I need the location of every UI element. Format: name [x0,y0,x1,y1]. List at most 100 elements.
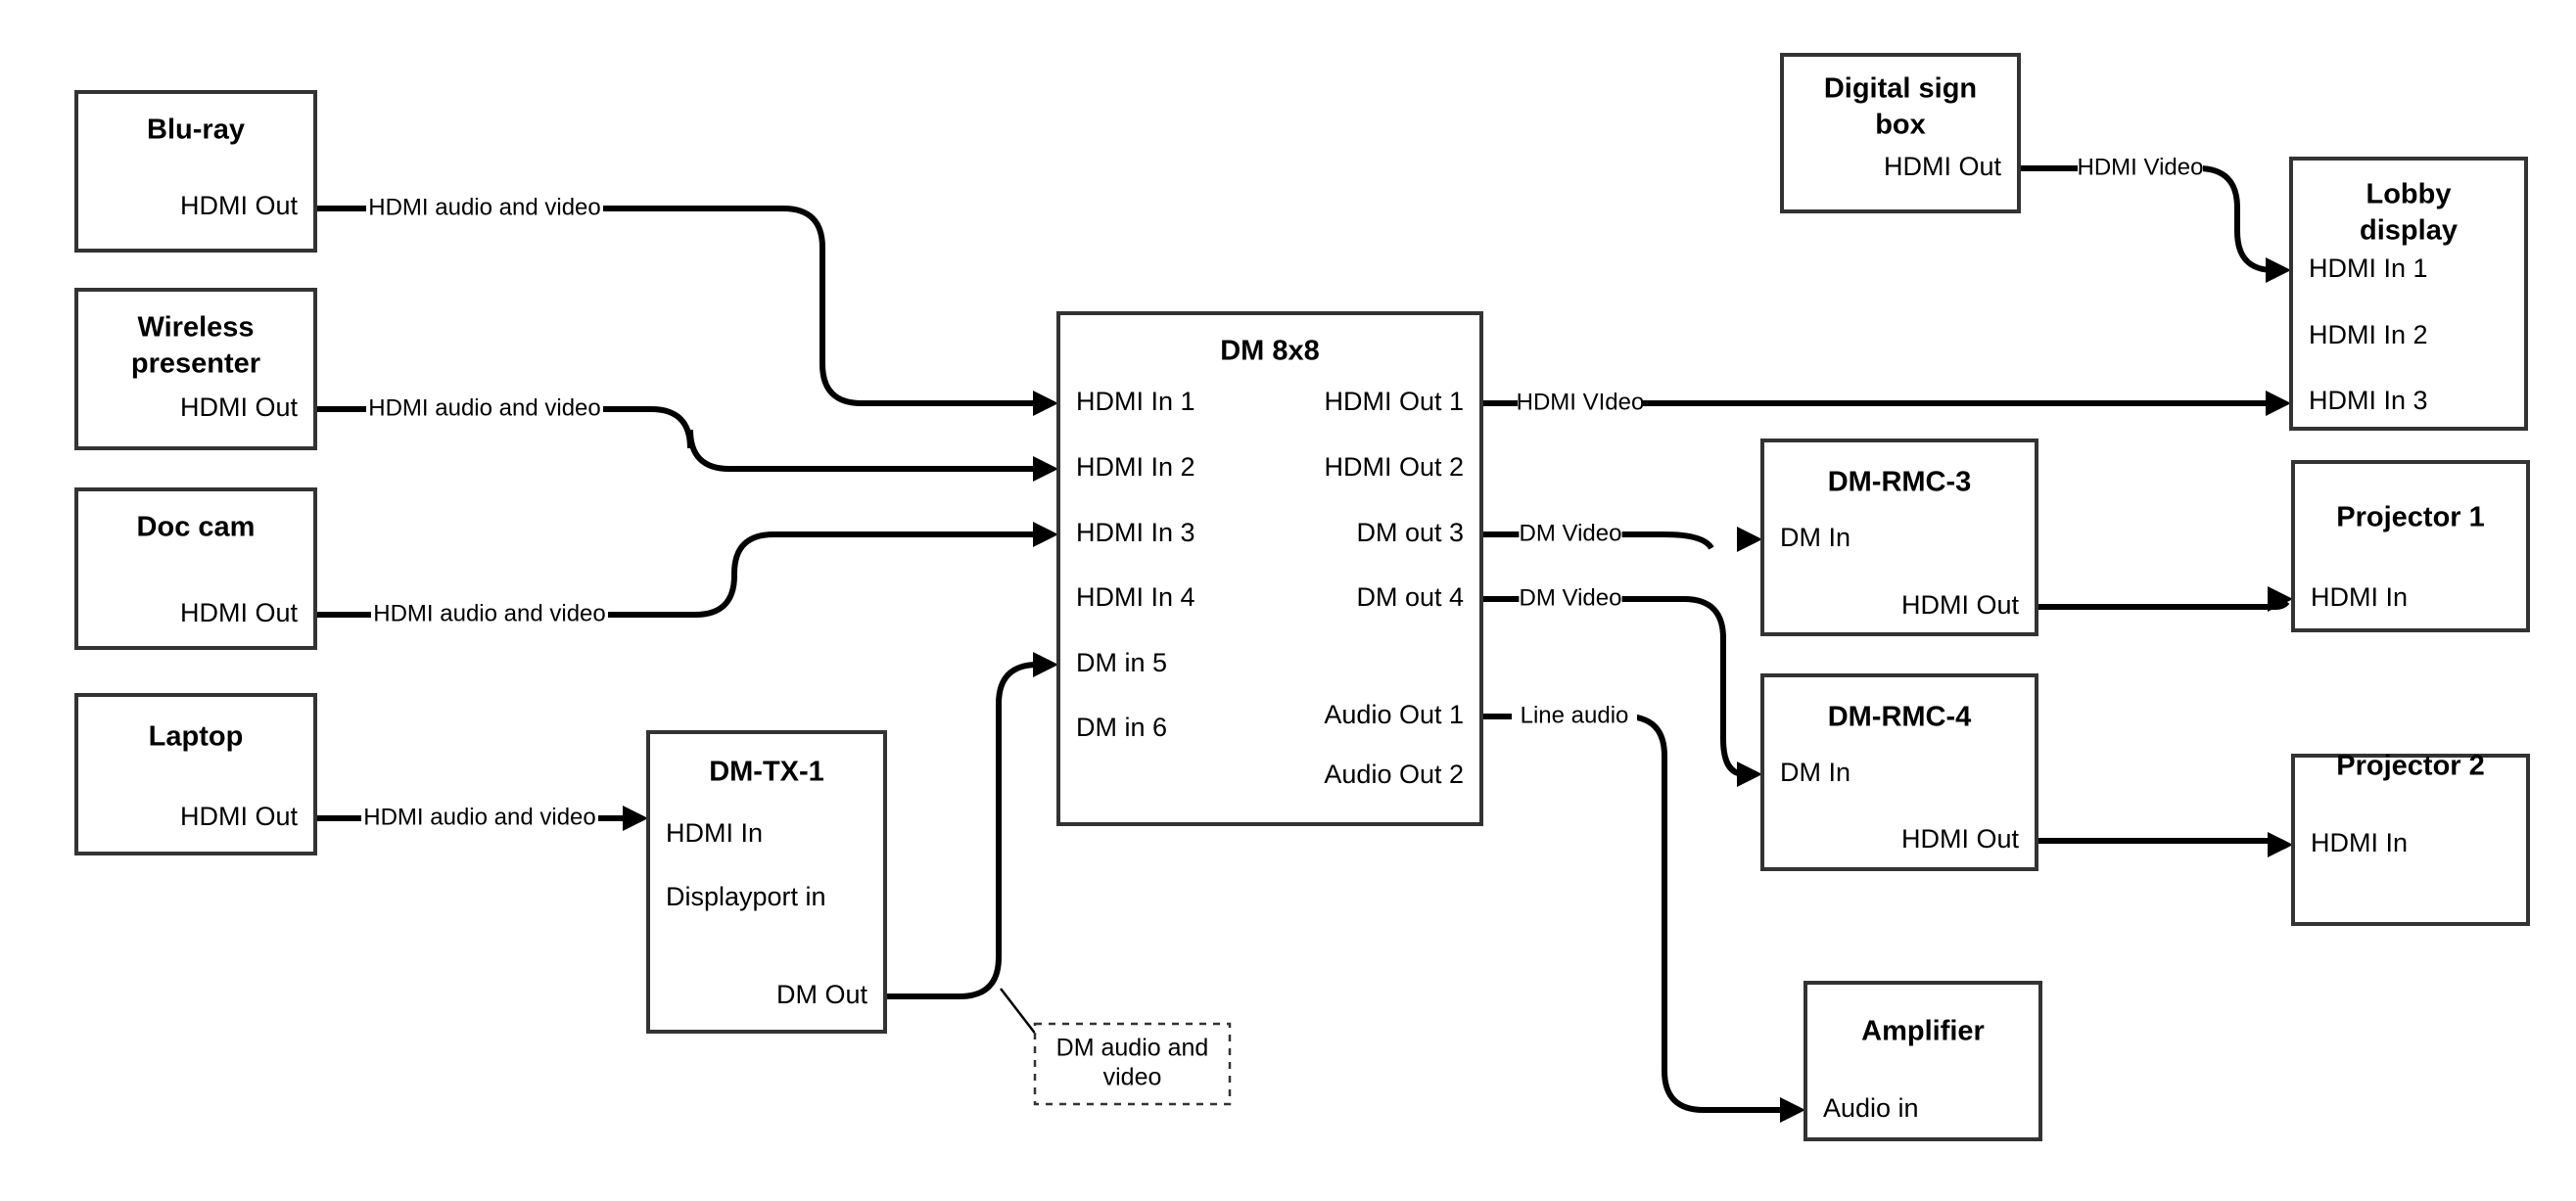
port-label-dm-out-3[interactable]: DM out 3 [1356,518,1464,547]
port-label-dm-out[interactable]: DM Out [776,980,868,1009]
edge-label: HDMI VIdeo [1517,389,1645,415]
device-title: Digital sign [1824,73,1977,105]
port-label-hdmi-out[interactable]: HDMI Out [180,191,299,220]
connection-dm-rmc-4-to-projector-2 [2037,832,2293,857]
port-label-hdmi-in-4[interactable]: HDMI In 4 [1076,582,1195,612]
device-title: Wireless [137,312,254,344]
port-label-hdmi-out[interactable]: HDMI Out [180,598,299,627]
wire-path [2037,599,2290,610]
connection-dm-out-3-to-dm-rmc-3: DM Video [1481,519,1762,552]
device-title: Doc cam [137,512,256,543]
edge-label-backdrop [366,393,603,425]
arrowhead-icon [1033,391,1058,416]
wire-path [315,206,1041,406]
port-label-hdmi-in-1[interactable]: HDMI In 1 [2309,254,2428,283]
port-label-hdmi-in[interactable]: HDMI In [666,818,763,848]
connection-laptop-to-dm-tx-1: HDMI audio and video [315,803,648,834]
device-title: Lobby [2366,179,2452,210]
port-label-hdmi-out[interactable]: HDMI Out [180,393,299,422]
arrowhead-icon [1033,652,1058,677]
edge-label-backdrop [366,193,603,224]
device-box-projector-2[interactable]: Projector 2 HDMI In [2291,751,2530,926]
device-box-outline [1760,439,2038,636]
arrowhead-icon [2268,832,2293,857]
edge-label: HDMI audio and video [363,804,595,830]
wire-path [2019,165,2274,273]
edge-label: Line audio [1521,702,1629,728]
port-label-displayport-in[interactable]: Displayport in [666,882,826,911]
device-title: DM 8x8 [1220,336,1320,367]
edge-label-backdrop [1518,388,1643,419]
device-title: Projector 2 [2336,751,2485,782]
port-label-hdmi-out-2[interactable]: HDMI Out 2 [1324,452,1464,482]
port-label-hdmi-in-2[interactable]: HDMI In 2 [2309,320,2428,349]
edge-label-backdrop [1512,701,1637,732]
device-box-outline [1780,53,2021,213]
port-label-hdmi-in-3[interactable]: HDMI In 3 [2309,386,2428,415]
device-box-outline [74,288,317,450]
port-label-hdmi-in-1[interactable]: HDMI In 1 [1076,387,1195,416]
port-label-audio-out-1[interactable]: Audio Out 1 [1324,700,1464,729]
device-box-dm-rmc-4[interactable]: DM-RMC-4 DM In HDMI Out [1760,673,2038,871]
connection-dm-out-4-to-dm-rmc-4: DM Video [1481,583,1762,787]
port-label-hdmi-out[interactable]: HDMI Out [1901,824,2020,854]
edge-label-backdrop [361,803,598,834]
port-label-hdmi-out[interactable]: HDMI Out [1901,590,2020,620]
port-label-hdmi-in[interactable]: HDMI In [2311,828,2408,857]
connection-dm-tx-1-to-dm-in-5 [885,652,1058,1053]
port-label-dm-in[interactable]: DM In [1780,523,1850,552]
device-title: presenter [131,348,260,380]
wire-path [1481,531,1714,550]
port-label-audio-out-2[interactable]: Audio Out 2 [1324,760,1464,789]
device-box-outline [2291,754,2530,926]
port-label-dm-in-5[interactable]: DM in 5 [1076,648,1167,677]
device-box-outline [74,487,317,650]
callout-outline [1033,1022,1232,1106]
port-label-hdmi-out[interactable]: HDMI Out [1884,152,2002,181]
edge-label-backdrop [1519,519,1622,550]
device-box-outline [1760,673,2038,871]
connection-bluray-to-dm-in-1: HDMI audio and video [315,193,1058,416]
edge-label-backdrop [1519,583,1622,615]
device-box-outline [1056,311,1483,826]
arrowhead-icon [1780,1097,1805,1123]
edge-label: HDMI Video [2078,154,2204,180]
device-box-outline [74,693,317,855]
port-label-dm-in-6[interactable]: DM in 6 [1076,713,1167,742]
device-title: Blu-ray [147,115,245,146]
port-label-dm-out-4[interactable]: DM out 4 [1356,582,1464,612]
arrowhead-icon [2266,391,2291,416]
port-label-hdmi-in-3[interactable]: HDMI In 3 [1076,518,1195,547]
port-label-hdmi-out-1[interactable]: HDMI Out 1 [1324,387,1464,416]
edge-label-backdrop [371,599,608,630]
device-box-outline [1803,981,2042,1141]
port-label-hdmi-out[interactable]: HDMI Out [180,802,299,831]
device-box-outline [2291,460,2530,632]
connection-digital-sign-to-lobby-hdmi-in-1: HDMI Video [2019,153,2291,283]
device-box-outline [2289,157,2528,431]
device-title: box [1875,110,1926,141]
arrowhead-icon [1737,527,1762,552]
port-label-dm-in[interactable]: DM In [1780,758,1850,787]
device-title: display [2360,215,2458,247]
device-title: DM-RMC-4 [1828,702,1972,733]
port-label-hdmi-in[interactable]: HDMI In [2311,582,2408,612]
port-label-hdmi-in-2[interactable]: HDMI In 2 [1076,452,1195,482]
port-label-audio-in[interactable]: Audio in [1823,1093,1919,1123]
